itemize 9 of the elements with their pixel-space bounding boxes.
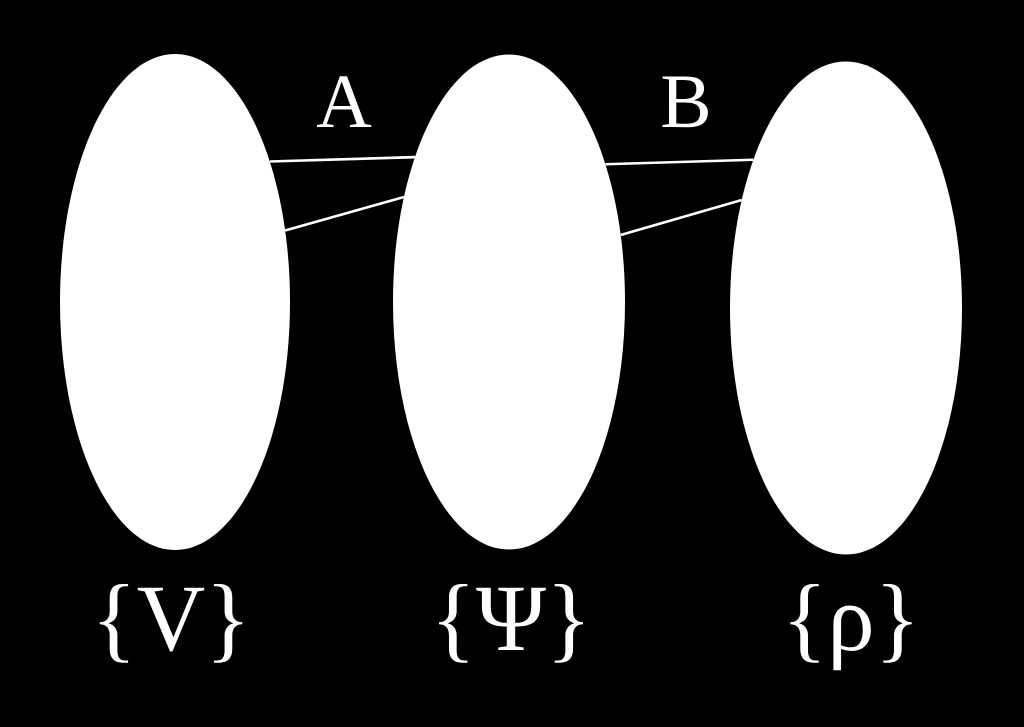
connector-line	[620, 198, 743, 237]
connector-line	[269, 155, 415, 163]
set-label: {ρ}	[790, 584, 912, 671]
set-label: {Ψ}	[439, 584, 584, 663]
edge-label: A	[316, 76, 372, 127]
connector-line	[605, 158, 754, 166]
connector-line	[284, 195, 405, 232]
edge-label: B	[662, 76, 708, 128]
set-label: {V}	[99, 584, 243, 663]
